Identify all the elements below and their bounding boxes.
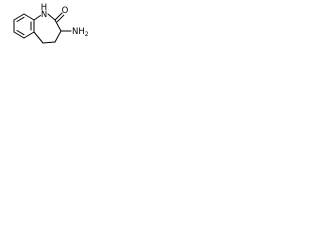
bond-alpha-ch2 <box>54 30 62 43</box>
aromatic-double-bond-3 <box>16 30 25 36</box>
bond-ch2-aryl <box>33 31 44 44</box>
azepinone-ring <box>33 13 62 44</box>
bond-carbonyl-alpha <box>54 19 62 32</box>
carbonyl-oxygen-label: O <box>62 6 69 16</box>
bond-n-carbonyl <box>47 13 56 21</box>
amino-subscript: 2 <box>85 31 89 38</box>
ring-nitrogen-atom: N <box>41 10 47 20</box>
bond-ring-d <box>23 31 35 39</box>
amino-base: NH <box>72 27 85 37</box>
bond-ch2-ch2 <box>42 41 56 44</box>
carbonyl-group <box>54 12 65 23</box>
bond-ring-b <box>23 13 35 21</box>
bond-c-o-1 <box>54 12 63 21</box>
bond-ring-a <box>13 13 25 21</box>
amino-group-label: NH2 <box>72 27 89 38</box>
bond-c-o-2 <box>56 14 65 23</box>
aromatic-double-bond-1 <box>16 16 25 22</box>
ring-nitrogen-label: H <box>41 3 47 13</box>
bond-ring-e <box>13 31 25 39</box>
bond-aryl-n <box>33 15 41 21</box>
molecule-drawing: H N O NH2 <box>13 3 89 44</box>
chemical-structure-canvas: H N O NH2 <box>0 0 113 62</box>
benzene-ring <box>13 13 35 39</box>
